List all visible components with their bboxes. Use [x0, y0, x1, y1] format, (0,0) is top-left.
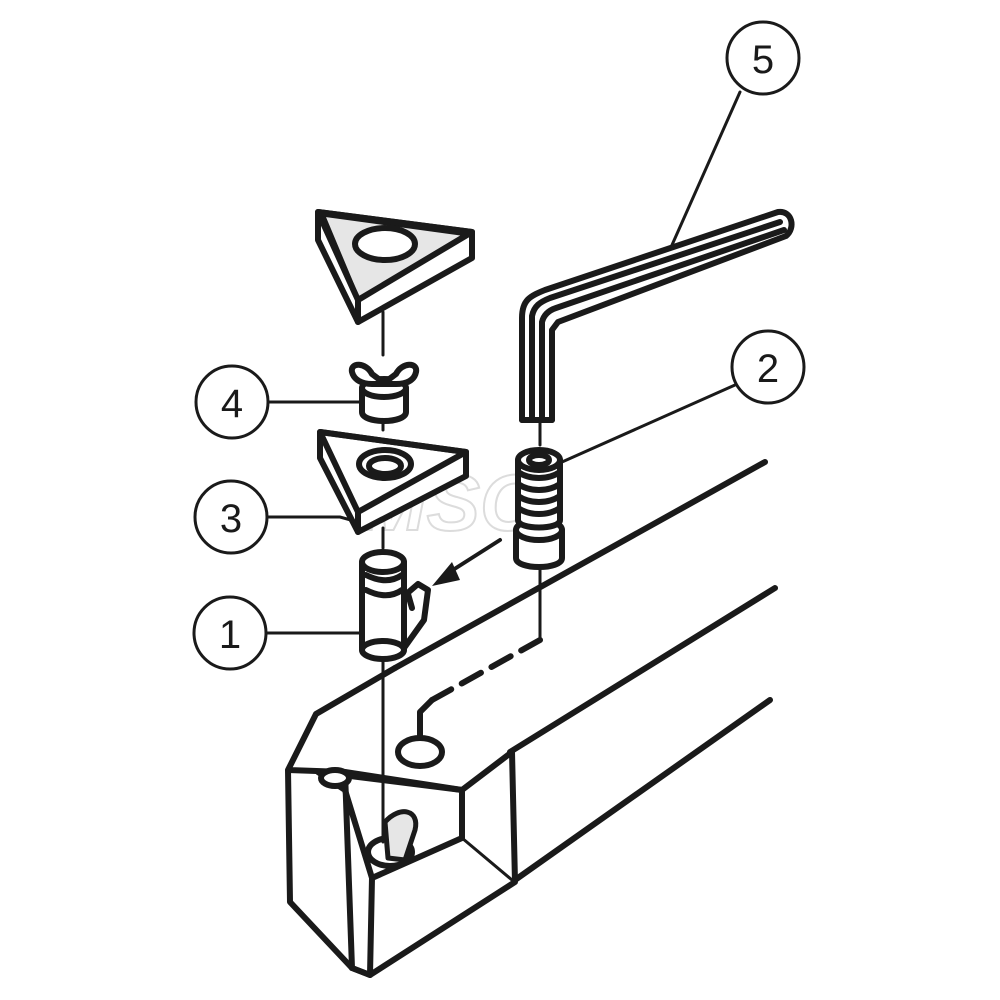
callout-label: 5 — [752, 38, 774, 82]
callout-label: 3 — [220, 497, 242, 541]
callout-label: 2 — [757, 347, 779, 391]
callout-label: 4 — [221, 382, 243, 426]
clamp-screw — [513, 447, 565, 570]
direction-arrow — [432, 538, 502, 586]
callout-5: 5 — [725, 20, 801, 96]
callout-label: 1 — [219, 613, 241, 657]
hex-key — [519, 208, 795, 423]
callout-2: 2 — [730, 329, 806, 405]
leader-line-5 — [670, 90, 742, 247]
shim-pin — [359, 549, 431, 662]
shim — [317, 429, 469, 535]
clamp-spring — [348, 361, 420, 424]
callout-1: 1 — [192, 595, 268, 671]
callout-4: 4 — [194, 364, 270, 440]
tool-holder — [285, 459, 778, 978]
leader-line-2 — [560, 383, 737, 464]
leader-line-3 — [266, 515, 360, 524]
cutting-insert — [315, 209, 475, 325]
callout-3: 3 — [193, 479, 269, 555]
